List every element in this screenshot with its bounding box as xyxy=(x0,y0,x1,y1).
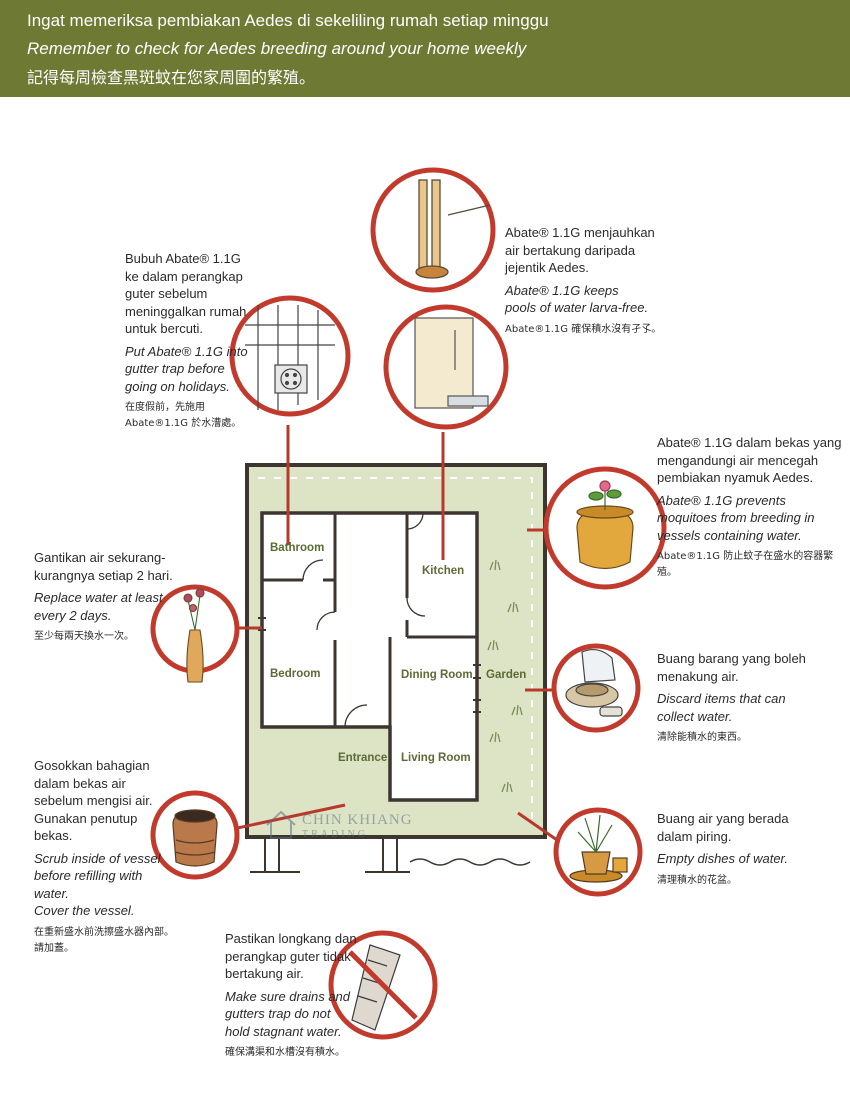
room-dining-room: Dining Room xyxy=(401,669,473,681)
header-malay-line: Ingat memeriksa pembiakan Aedes di sekel… xyxy=(27,11,549,30)
discarded-items-icon xyxy=(565,648,623,717)
watermark-logo: CHIN KHIANG TRADING xyxy=(262,808,442,844)
furniture-leg-icon xyxy=(415,179,491,279)
caption-drains: Pastikan longkang dan perangkap guter ti… xyxy=(225,930,375,1061)
caption-water-pools: Abate® 1.1G menjauhkan air bertakung dar… xyxy=(505,224,685,338)
callout-discard-items xyxy=(551,643,641,733)
room-entrance: Entrance xyxy=(338,752,388,764)
caption-discard-items-chinese: 清除能積水的東西。 xyxy=(657,732,747,743)
caption-empty-dishes-english: Empty dishes of water. xyxy=(657,851,789,866)
caption-drains-chinese: 確保溝渠和水槽沒有積水。 xyxy=(225,1047,345,1058)
windows xyxy=(258,617,481,713)
callout-vessels xyxy=(543,466,667,590)
ground-wave xyxy=(409,858,531,866)
header-english-line: Remember to check for Aedes breeding aro… xyxy=(27,39,527,58)
caption-gutter-trap-english: Put Abate® 1.1G into gutter trap before … xyxy=(125,343,248,394)
caption-scrub-vessel-chinese: 在重新盛水前洗擦盛水器內部。 請加蓋。 xyxy=(34,926,174,954)
header-chinese-line: 記得每周檢查黑斑蚊在您家周圍的繁殖。 xyxy=(27,68,316,87)
caption-gutter-trap-chinese: 在度假前，先施用 Abate®1.1G 於水漕處。 xyxy=(125,402,242,429)
watermark-name: CHIN KHIANG xyxy=(302,812,413,828)
caption-replace-water-chinese: 至少每兩天換水一次。 xyxy=(34,631,134,642)
house-logo-icon xyxy=(266,810,296,839)
room-kitchen: Kitchen xyxy=(422,565,465,577)
header-banner: Ingat memeriksa pembiakan Aedes di sekel… xyxy=(0,0,850,97)
caption-vessels-chinese: Abate®1.1G 防止蚊子在盛水的容器繁殖。 xyxy=(657,551,834,578)
room-bedroom: Bedroom xyxy=(270,668,321,680)
caption-discard-items-english: Discard items that can collect water. xyxy=(657,691,786,724)
plant-pot-icon xyxy=(576,480,634,570)
caption-empty-dishes: Buang air yang berada dalam piring. Empt… xyxy=(657,810,842,889)
caption-replace-water: Gantikan air sekurang- kurangnya setiap … xyxy=(34,549,184,645)
caption-replace-water-malay: Gantikan air sekurang- kurangnya setiap … xyxy=(34,550,173,583)
caption-scrub-vessel-malay: Gosokkan bahagian dalam bekas air sebelu… xyxy=(34,758,153,843)
caption-vessels: Abate® 1.1G dalam bekas yang mengandungi… xyxy=(657,434,849,581)
callout-water-pools-top xyxy=(370,167,496,293)
caption-water-pools-chinese: Abate®1.1G 確保積水沒有孑孓。 xyxy=(505,323,662,335)
caption-empty-dishes-chinese: 清理積水的花盆。 xyxy=(657,874,737,886)
caption-vessels-english: Abate® 1.1G prevents moquitoes from bree… xyxy=(657,492,815,543)
water-jar-icon xyxy=(172,809,218,867)
caption-scrub-vessel-english: Scrub inside of vessel before refilling … xyxy=(34,850,161,919)
callout-empty-dishes xyxy=(553,807,643,897)
caption-empty-dishes-malay: Buang air yang berada dalam piring. xyxy=(657,811,789,844)
garden-border xyxy=(258,477,533,826)
callout-replace-water xyxy=(150,584,240,683)
caption-scrub-vessel: Gosokkan bahagian dalam bekas air sebelu… xyxy=(34,757,174,957)
room-living-room: Living Room xyxy=(401,752,471,764)
caption-discard-items-malay: Buang barang yang boleh menakung air. xyxy=(657,651,806,684)
callout-drains xyxy=(328,930,438,1040)
gutter-trap-icon xyxy=(245,305,335,410)
caption-water-pools-english: Abate® 1.1G keeps pools of water larva-f… xyxy=(505,282,649,316)
caption-gutter-trap-malay: Bubuh Abate® 1.1G ke dalam perangkap gut… xyxy=(125,251,247,336)
grass-tufts xyxy=(487,559,523,793)
interior-walls xyxy=(262,513,477,800)
fridge-tray-icon xyxy=(414,317,489,409)
caption-water-pools-malay: Abate® 1.1G menjauhkan air bertakung dar… xyxy=(505,225,655,275)
potted-plant-dish-icon xyxy=(569,814,628,883)
watermark-sub: TRADING xyxy=(302,829,368,840)
caption-drains-malay: Pastikan longkang dan perangkap guter ti… xyxy=(225,931,357,981)
room-garden: Garden xyxy=(486,669,527,681)
callout-scrub-vessel xyxy=(150,790,240,880)
caption-replace-water-english: Replace water at least every 2 days. xyxy=(34,590,163,623)
flower-vase-icon xyxy=(183,588,205,683)
caption-gutter-trap: Bubuh Abate® 1.1G ke dalam perangkap gut… xyxy=(125,250,265,432)
front-pillars xyxy=(250,837,410,873)
room-bathroom: Bathroom xyxy=(270,542,325,554)
callout-gutter-trap xyxy=(229,295,351,417)
door-arcs xyxy=(302,512,426,728)
caption-discard-items: Buang barang yang boleh menakung air. Di… xyxy=(657,650,842,746)
caption-drains-english: Make sure drains and gutters trap do not… xyxy=(225,988,351,1039)
caption-vessels-malay: Abate® 1.1G dalam bekas yang mengandungi… xyxy=(657,435,842,485)
callout-water-pools xyxy=(383,304,509,430)
